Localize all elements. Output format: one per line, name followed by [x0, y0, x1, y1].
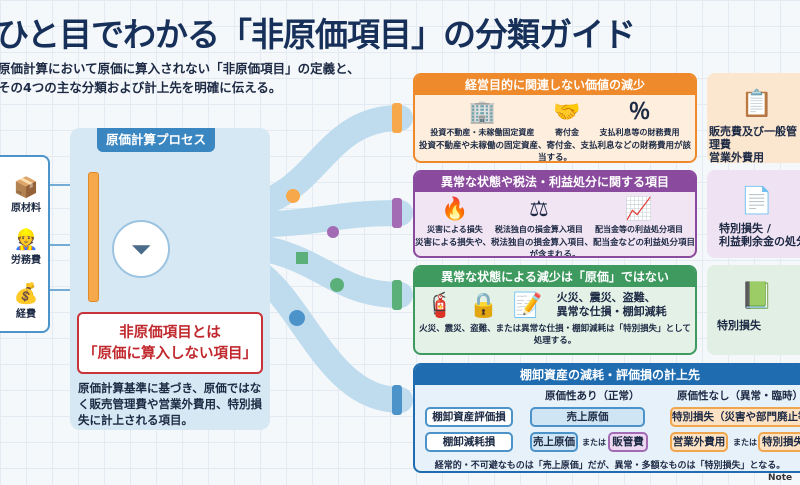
- non-operating-expense: 営業外費用: [670, 432, 728, 452]
- destination-label: 特別損失 / 利益剰余金の処分: [719, 222, 800, 248]
- item: 🏢 投資不動産・未稼働固定資産: [430, 99, 534, 138]
- cost-of-sales: 売上原価: [530, 407, 645, 427]
- percent-arrows-icon: ％: [628, 100, 651, 125]
- flow-item: [330, 278, 344, 292]
- or-label: または: [582, 438, 606, 447]
- gavel-document-icon: ⚖: [529, 197, 549, 222]
- item-label: 寄付金: [554, 128, 579, 137]
- sga-expense: 販管費: [608, 432, 648, 452]
- process-title: 原価計算プロセス: [97, 128, 215, 152]
- card-note: 災害による損失や、税法独自の損金算入項目、配当金などの利益処分項目が含まれる。: [415, 238, 695, 258]
- flow-item: [286, 189, 300, 203]
- process-panel: [70, 128, 270, 430]
- item-label: 税法独自の損金算入項目: [494, 225, 583, 234]
- category-card-abnormal-loss: 異常な状態による減少は「原価」ではない 🧯 🔒 📝 火災、震災、盗難、 異常な仕…: [413, 265, 697, 355]
- flow-item: [296, 252, 308, 264]
- destination-label: 販売費及び一般管理費 営業外費用: [709, 125, 797, 164]
- pipe-end-green: [392, 280, 402, 310]
- worker-icon: 👷: [13, 227, 39, 251]
- row-label: 棚卸減耗損: [425, 432, 513, 452]
- burning-building-icon: 🔥: [441, 197, 469, 222]
- inventory-card: 棚卸資産の減耗・評価損の計上先 原価性あり（正常） 原価性なし（異常・臨時） 棚…: [413, 363, 800, 473]
- item: 🔥 災害による損失: [427, 196, 483, 235]
- or-label: または: [733, 438, 757, 447]
- handshake-icon: 🤝: [553, 100, 581, 125]
- page-title: ひと目でわかる「非原価項目」の分類ガイド: [0, 15, 636, 54]
- process-description: 原価計算基準に基づき、原価ではなく販売管理費や営業外費用、特別損失に計上される項…: [78, 381, 262, 427]
- card-title: 異常な状態による減少は「原価」ではない: [415, 267, 695, 287]
- flow-item: [327, 226, 339, 238]
- item-label: 支払利息等の財務費用: [599, 128, 680, 137]
- broken-safe-icon: 🔒: [468, 291, 499, 319]
- row-label: 棚卸資産評価損: [425, 407, 513, 427]
- item: 🤝 寄付金: [553, 99, 580, 138]
- destination-label: 特別損失: [717, 319, 761, 332]
- card-title: 経営目的に関連しない価値の減少: [415, 75, 695, 95]
- funnel-icon: ⏷: [112, 220, 170, 278]
- pipe-end-orange: [392, 103, 402, 133]
- destination-unrelated: 📋 販売費及び一般管理費 営業外費用: [707, 73, 800, 164]
- checklist-icon: 📝: [512, 291, 543, 319]
- card-note: 投資不動産や未稼働の固定資産、寄付金、支払利息などの財務費用が該当する。: [418, 141, 691, 163]
- column-normal: 原価性あり（正常）: [545, 390, 640, 402]
- pipe-end-blue: [392, 385, 402, 415]
- item: ％ 支払利息等の財務費用: [600, 99, 680, 138]
- green-book-icon: 📗: [740, 281, 774, 311]
- input-material: 📦 原材料: [2, 175, 50, 214]
- cost-of-sales: 売上原価: [530, 432, 578, 452]
- input-label: 経費: [16, 309, 36, 320]
- card-note: 火災、震災、盗難、または異常な仕損・棚卸減耗は「特別損失」として処理する。: [419, 324, 691, 346]
- money-bag-icon: 💰: [13, 281, 39, 305]
- clipboard-icon: 📋: [740, 89, 774, 119]
- input-expense: 💰 経費: [2, 281, 50, 320]
- extraordinary-loss: 特別損失（災害や部門廃止等）: [670, 407, 800, 427]
- item-label: 投資不動産・未稼働固定資産: [430, 128, 535, 137]
- input-label: 原材料: [11, 203, 41, 214]
- item: ⚖ 税法独自の損金算入項目: [495, 196, 583, 235]
- callout-line: 「原価に算入しない項目」: [83, 346, 257, 362]
- category-card-unrelated: 経営目的に関連しない価値の減少 🏢 投資不動産・未稼働固定資産 🤝 寄付金 ％ 支払利…: [413, 73, 697, 163]
- category-card-abnormal-tax: 異常な状態や税法・利益処分に関する項目 🔥 災害による損失 ⚖ 税法独自の損金算入項…: [413, 170, 697, 258]
- coins-growth-icon: 📈: [625, 197, 653, 222]
- card-title: 異常な状態や税法・利益処分に関する項目: [415, 172, 695, 192]
- definition-callout: 非原価項目とは 「原価に算入しない項目」: [77, 312, 263, 374]
- column-abnormal: 原価性なし（異常・臨時）: [677, 390, 800, 402]
- input-bar: [88, 172, 99, 302]
- fire-extinguisher-icon: 🧯: [425, 291, 455, 319]
- flow-item: [289, 310, 305, 326]
- item-label: 配当金等の利益処分項目: [594, 225, 683, 234]
- loss-examples: 火災、震災、盗難、 異常な仕損・棚卸減耗: [556, 291, 667, 318]
- subtitle-line: その4つの主な分類および計上先を明確に伝える。: [0, 80, 282, 95]
- subtitle-line: 原価計算において原価に算入されない「非原価項目」の定義と、: [0, 61, 360, 76]
- destination-abnormal-loss: 📗 特別損失: [707, 265, 800, 355]
- pipe-end-purple: [392, 198, 402, 228]
- boxes-icon: 📦: [13, 175, 39, 199]
- note-logo: Note: [768, 473, 793, 483]
- item: 📈 配当金等の利益処分項目: [595, 196, 683, 235]
- report-icon: 📄: [740, 186, 774, 216]
- input-label: 労務費: [11, 255, 41, 266]
- callout-line: 非原価項目とは: [119, 325, 221, 341]
- extraordinary-loss: 特別損失: [758, 432, 800, 452]
- destination-abnormal-tax: 📄 特別損失 / 利益剰余金の処分: [707, 170, 800, 258]
- cost-inputs-box: 📦 原材料 👷 労務費 💰 経費: [0, 155, 50, 333]
- building-lock-icon: 🏢: [468, 100, 497, 125]
- card-note: 経常的・不可避なものは「売上原価」だが、異常・多額なものは「特別損失」となる。: [434, 461, 786, 471]
- input-labor: 👷 労務費: [2, 227, 50, 266]
- item-label: 災害による損失: [427, 225, 483, 234]
- card-title: 棚卸資産の減耗・評価損の計上先: [415, 365, 800, 385]
